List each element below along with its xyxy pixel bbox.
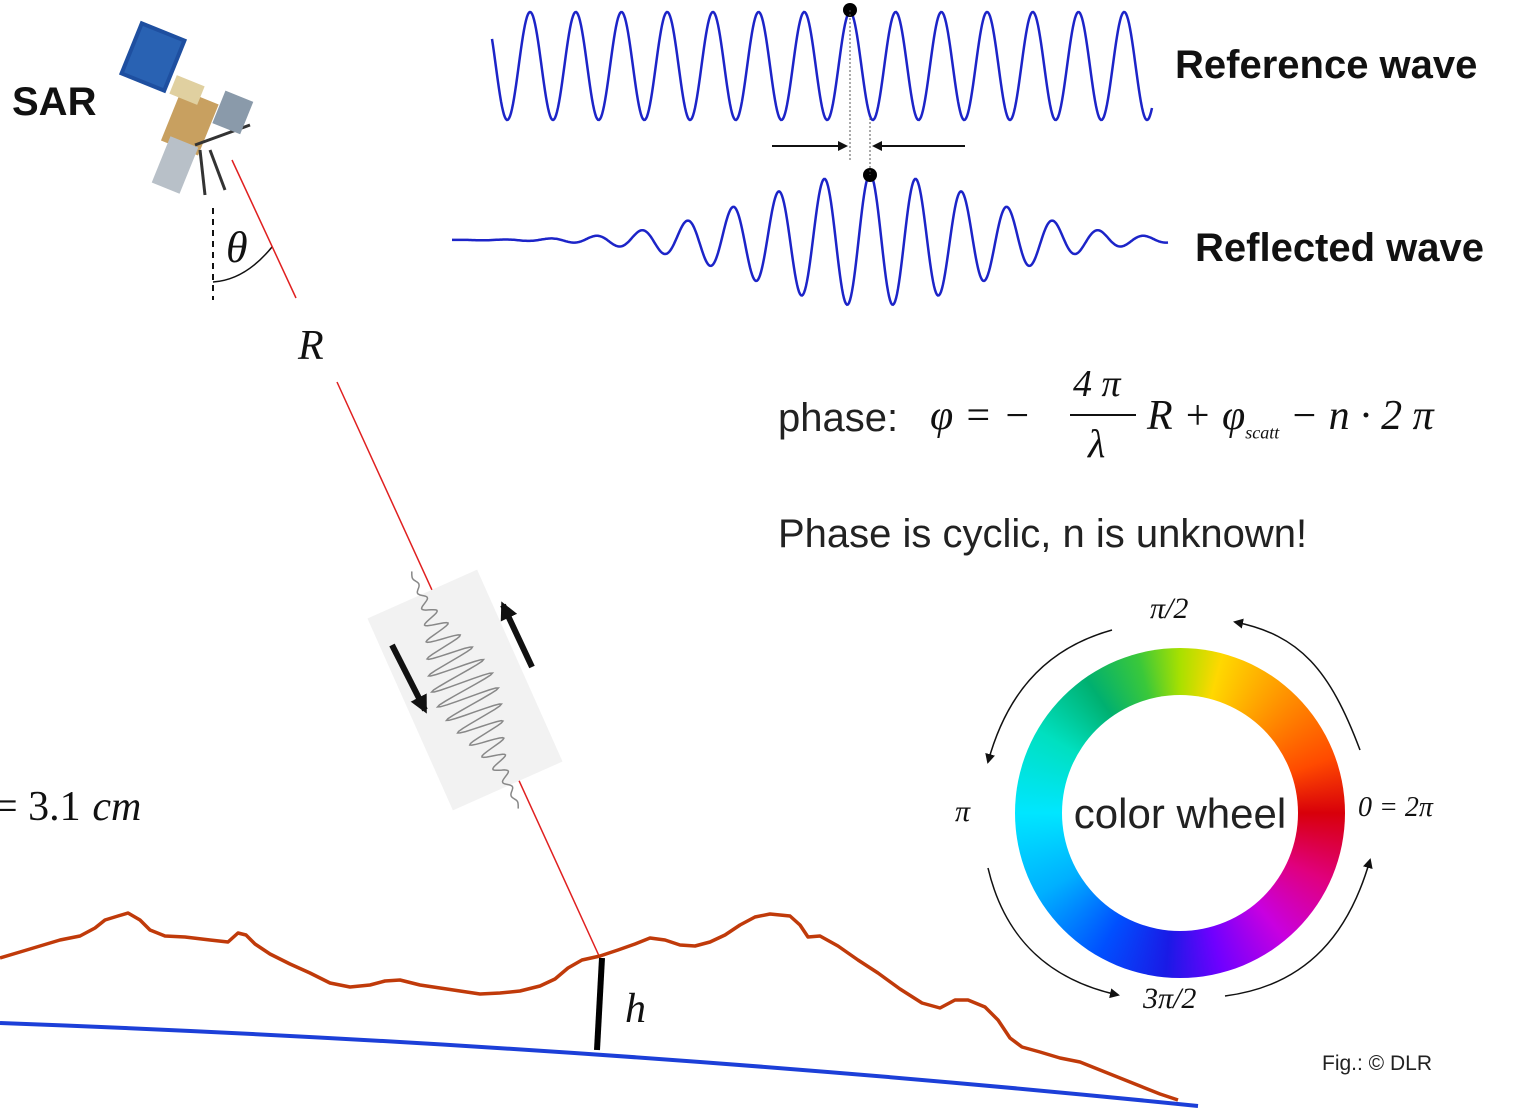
fraction-bar	[1070, 414, 1136, 416]
reflected-wave-label: Reflected wave	[1195, 226, 1484, 271]
terrain-line	[0, 913, 1178, 1100]
formula-phi: φ	[1222, 393, 1245, 439]
wavelength-label: = 3.1 cm	[0, 782, 141, 831]
formula-scatt: scatt	[1245, 422, 1279, 442]
cyclic-note: Phase is cyclic, n is unknown!	[778, 512, 1307, 557]
formula-numerator: 4 π	[1073, 362, 1121, 406]
range-label: R	[298, 322, 324, 370]
theta-label: θ	[226, 222, 248, 273]
formula-lhs: φ = −	[930, 392, 1031, 440]
formula-rest: − n · 2 π	[1279, 393, 1433, 439]
color-wheel-label: color wheel	[1062, 790, 1298, 838]
sar-label: SAR	[12, 80, 96, 125]
wavelength-unit: cm	[92, 784, 141, 830]
wheel-label-right: 0 = 2π	[1358, 792, 1433, 824]
height-bar	[597, 958, 602, 1050]
reflected-wave	[452, 174, 1168, 305]
formula-rhs: R + φscatt − n · 2 π	[1147, 392, 1434, 443]
copyright-label: Fig.: © DLR	[1322, 1052, 1432, 1076]
formula-denominator: λ	[1088, 420, 1105, 467]
formula-prefix: phase:	[778, 396, 898, 441]
reference-wave-label: Reference wave	[1175, 43, 1477, 88]
height-label: h	[625, 985, 646, 1033]
reference-wave	[492, 12, 1152, 120]
wave-packet-icon	[367, 570, 562, 811]
wheel-label-bottom: 3π/2	[1143, 982, 1196, 1016]
wavelength-value: = 3.1	[0, 784, 81, 830]
formula-r: R +	[1147, 393, 1222, 439]
satellite-icon	[119, 21, 253, 195]
wheel-label-top: π/2	[1150, 592, 1188, 626]
wheel-label-left: π	[955, 795, 970, 829]
